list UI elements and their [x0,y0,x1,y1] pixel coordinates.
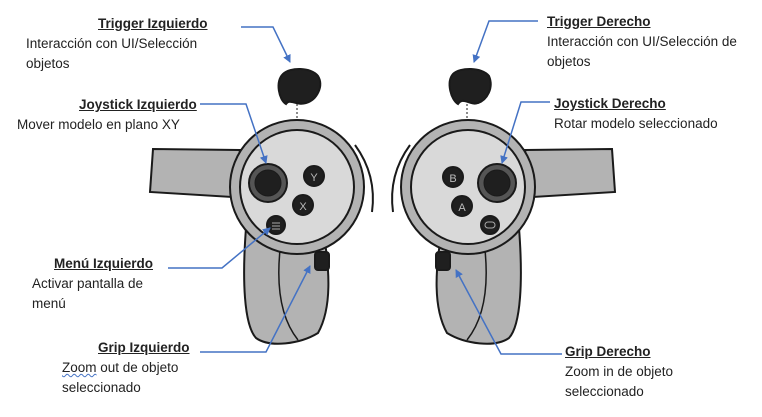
grip-left-title: Grip Izquierdo [98,340,190,355]
left-grip [243,226,330,345]
grip-right-desc-2: seleccionado [565,384,644,399]
label-menu-left: Menú Izquierdo Activar pantalla de menú [32,254,153,314]
right-b-button-label: B [449,173,456,185]
arrow-trigger-left [241,26,291,63]
label-trigger-left: Trigger Izquierdo Interacción con UI/Sel… [26,14,208,74]
label-trigger-right: Trigger Derecho Interacción con UI/Selec… [547,12,737,72]
left-wing [148,147,242,199]
left-y-button [303,165,325,187]
right-b-button [442,166,464,188]
left-x-button-label: X [299,201,307,213]
right-trigger [448,68,492,106]
grip-right-title: Grip Derecho [565,344,651,359]
label-joystick-right: Joystick Derecho Rotar modelo selecciona… [554,94,718,134]
label-grip-left: Grip Izquierdo Zoom out de objeto selecc… [62,338,190,398]
left-trigger [277,68,322,106]
arrow-joystick-left [200,103,268,164]
label-grip-right: Grip Derecho Zoom in de objeto seleccion… [565,342,673,402]
arrow-joystick-right [500,101,550,164]
callout-arrows [168,20,562,355]
menu-left-desc-2: menú [32,296,66,311]
menu-left-title: Menú Izquierdo [54,256,153,271]
trigger-right-desc-1: Interacción con UI/Selección de [547,34,737,49]
grip-left-desc-word: Zoom [62,360,97,375]
grip-left-desc-1: Zoom out de objeto [62,358,190,378]
joystick-right-desc-1: Rotar modelo seleccionado [554,116,718,131]
grip-left-desc-rest: out de objeto [96,360,179,375]
left-grip-button [314,251,330,271]
left-menu-button [266,215,286,235]
trigger-left-title: Trigger Izquierdo [98,16,208,31]
trigger-right-title: Trigger Derecho [547,14,651,29]
arrow-trigger-right [472,20,538,63]
right-controller [391,68,617,345]
right-face [410,129,526,245]
right-oculus-button [480,215,500,235]
label-joystick-left: Joystick Izquierdo Mover modelo en plano… [17,95,197,135]
joystick-left-title: Joystick Izquierdo [79,97,197,112]
grip-left-desc-2: seleccionado [62,380,141,395]
grip-right-desc-1: Zoom in de objeto [565,364,674,379]
right-grip [435,226,522,345]
trigger-left-desc-1: Interacción con UI/Selección [26,36,198,51]
right-a-button-label: A [458,202,466,214]
left-controller [148,68,374,345]
arrow-menu-left [168,227,271,269]
arrow-grip-right [455,269,562,355]
right-wing [523,147,617,199]
joystick-right-title: Joystick Derecho [554,96,666,111]
left-face [239,129,355,245]
arrow-grip-left [200,265,311,353]
right-a-button [451,195,473,217]
trigger-right-desc-2: objetos [547,54,591,69]
joystick-left-desc-1: Mover modelo en plano XY [17,117,180,132]
left-x-button [292,194,314,216]
left-y-button-label: Y [310,172,318,184]
right-grip-button [435,251,451,271]
menu-left-desc-1: Activar pantalla de [32,276,144,291]
trigger-left-desc-2: objetos [26,56,70,71]
